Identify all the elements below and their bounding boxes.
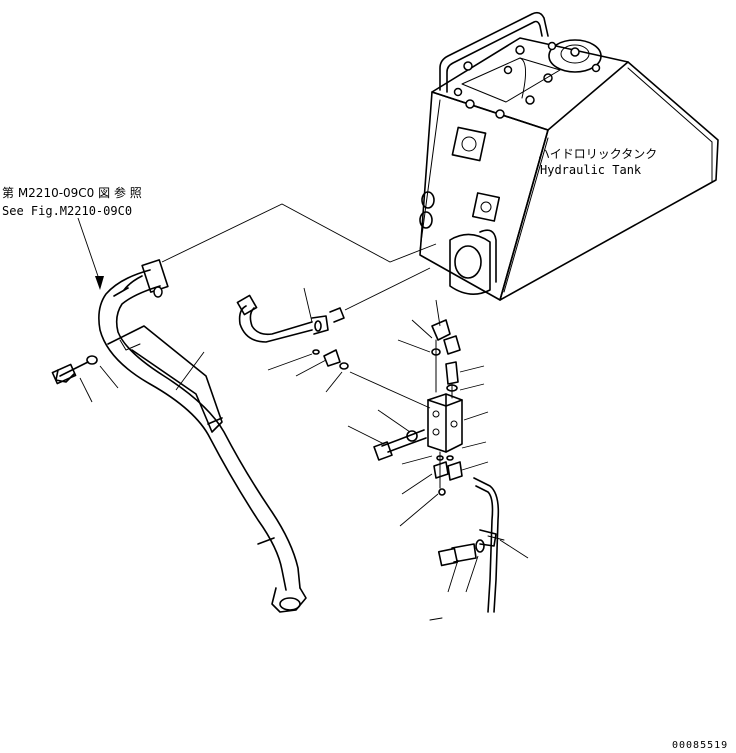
leader-washer-lower [465,555,479,593]
upper-fittings [431,319,461,399]
leader-elbow-l [401,473,433,495]
leader-bolt-mid [347,425,385,445]
bolt-middle [373,429,427,461]
routing-line-suction [161,203,437,263]
leader-adapter [295,359,327,377]
tank-label-en: Hydraulic Tank [540,163,642,177]
leader-oring-l [401,455,433,465]
hydraulic-tank [419,11,719,301]
suction-hose [98,259,307,613]
lower-fittings [433,451,463,496]
leader-oring-top [411,319,433,339]
bolt-lower [437,539,485,567]
manifold-block [427,393,463,453]
leader-washer-left [99,365,119,389]
leader-return-hose [303,287,313,323]
leader-washer-mid [377,409,411,433]
ref-label-jp: 第 M2210-09C0 図 参 照 [2,185,142,200]
adapter-fitting [312,349,349,370]
leader-fitting-r1 [459,365,485,373]
leader-bolt-left [79,377,93,403]
leader-bolt-lower [447,559,459,593]
leader-drain-clamp [499,539,529,559]
routing-line-block [349,371,431,409]
tick-mark [429,617,443,621]
leader-oring-a [267,353,313,371]
bolt-left [51,355,98,385]
reference-leader [77,217,104,290]
drain-tube [473,477,505,613]
hose-clamp-bracket [107,325,223,433]
leader-oring-r [461,441,487,449]
leader-elbow-r [461,461,489,471]
leader-oring-top-b [397,339,431,353]
ref-label-en: See Fig.M2210-09C0 [2,204,132,218]
drawing-code: 00085519 [672,740,728,751]
leader-block [463,411,489,421]
leader-oring-b [325,371,343,393]
routing-line-return [344,267,431,311]
return-hose [236,294,345,343]
leader-oring-bottom [399,493,439,527]
leader-fitting-r2 [459,383,485,391]
leader-clamp [175,351,205,391]
tank-label-jp: ハイドロリックタンク [538,147,657,161]
leader-elbow-top [435,299,441,327]
